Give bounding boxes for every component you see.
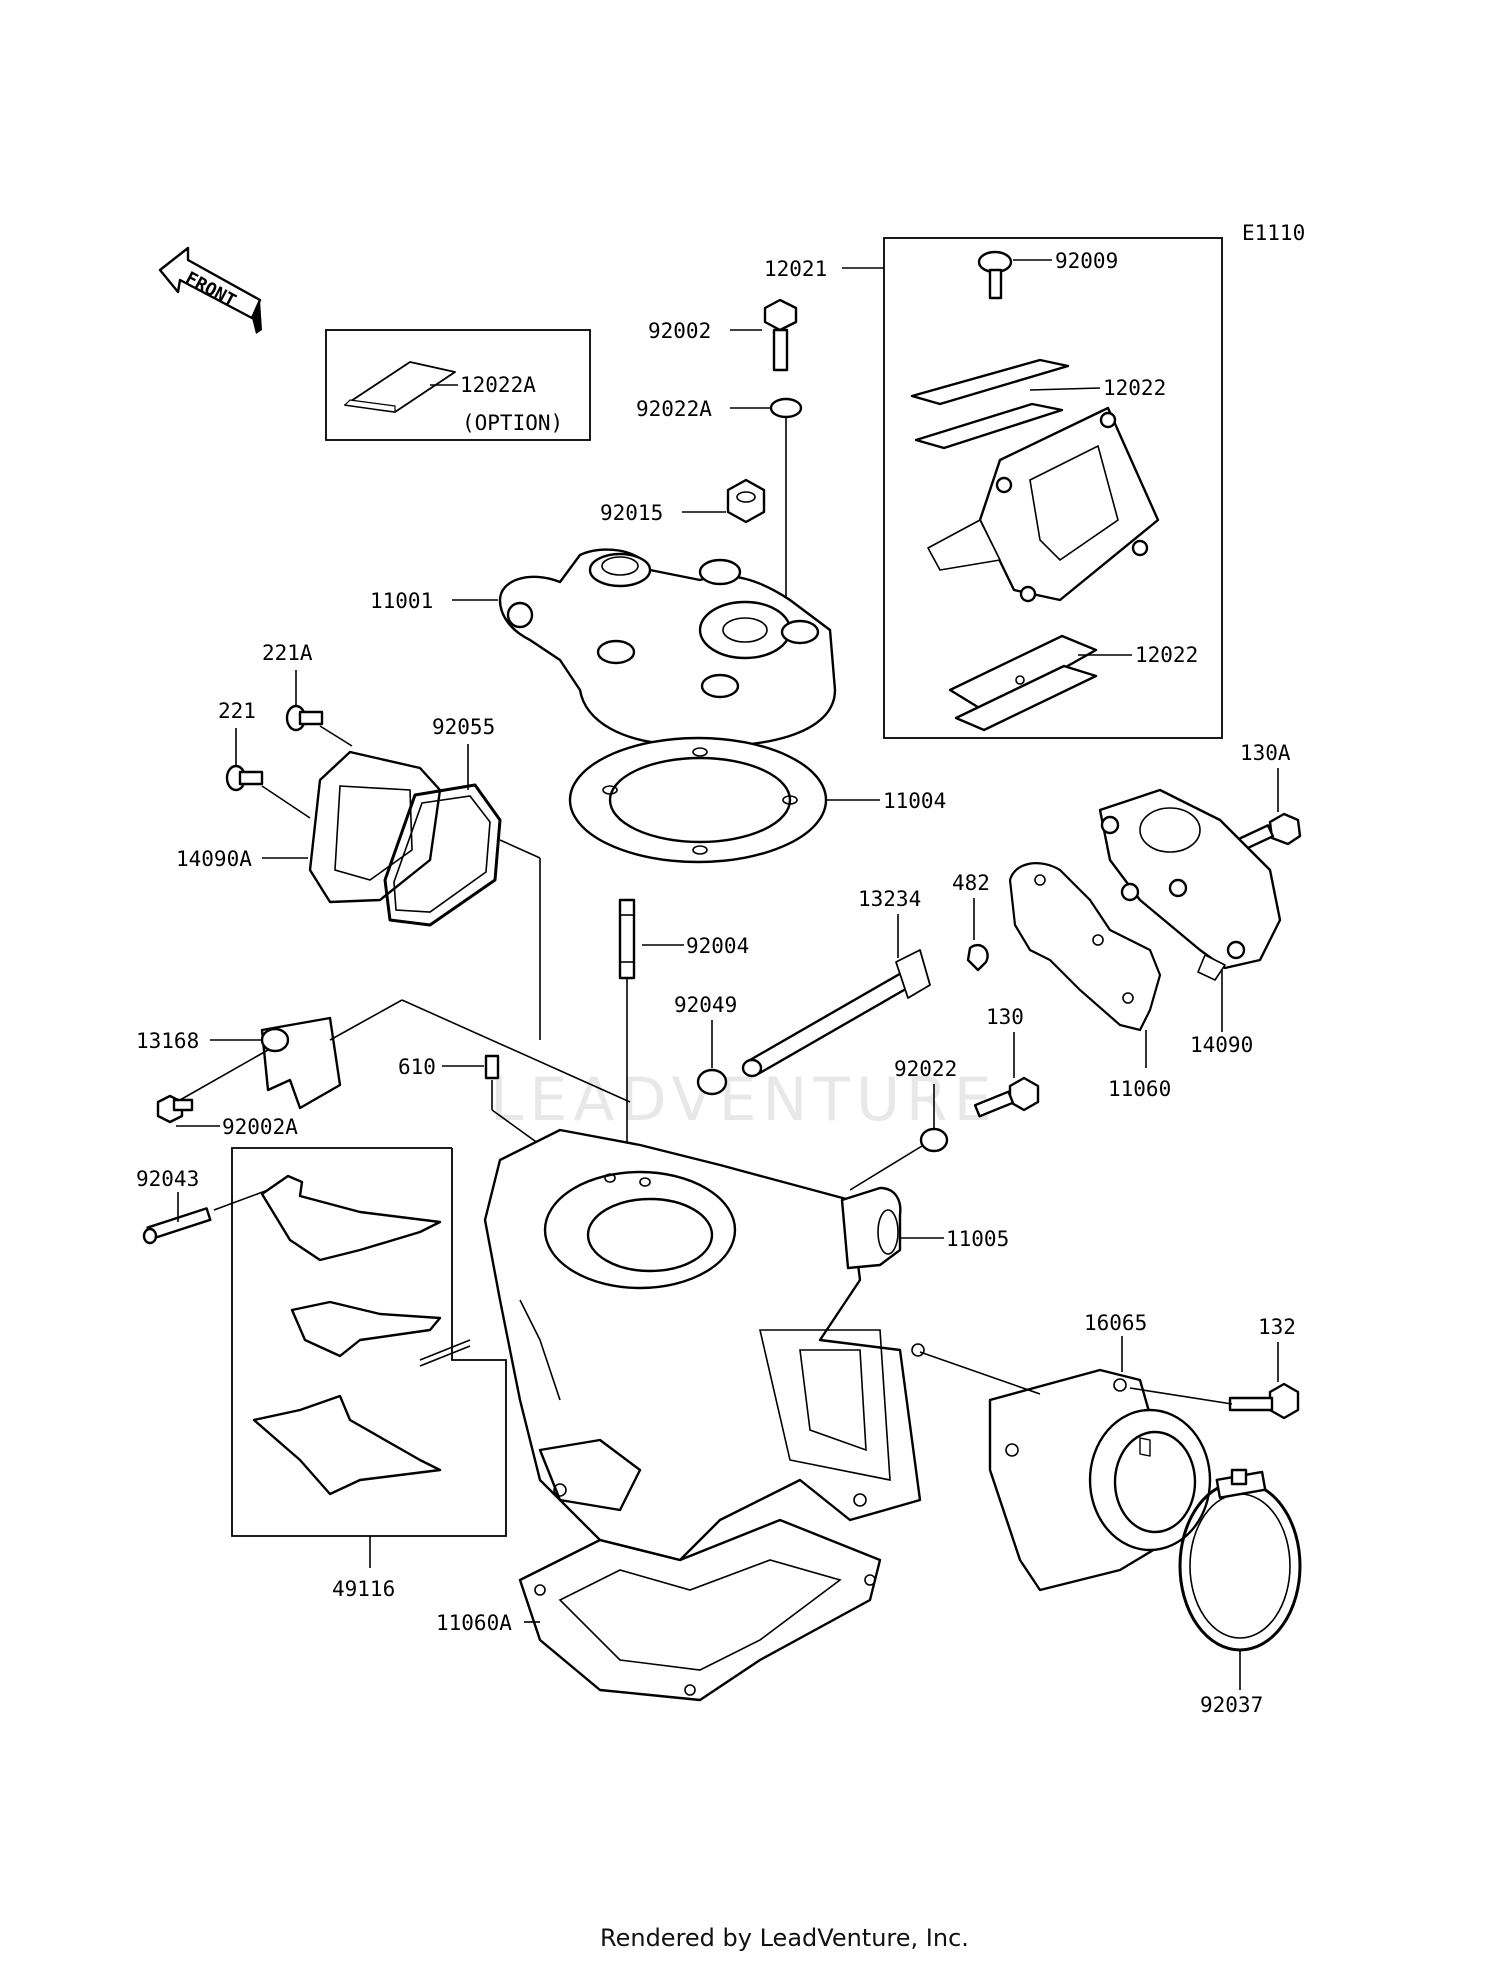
- head-gasket-11004: [568, 736, 828, 864]
- washer-92049: [696, 1068, 728, 1096]
- cover-14090: [1098, 788, 1282, 981]
- nut-92015: [726, 478, 766, 524]
- reed-stop: [914, 402, 1064, 450]
- label-92004: 92004: [686, 934, 749, 958]
- label-11060A: 11060A: [436, 1611, 512, 1635]
- cylinder-11005: [483, 1128, 925, 1562]
- label-221: 221: [218, 699, 256, 723]
- label-11060: 11060: [1108, 1077, 1171, 1101]
- label-92002A: 92002A: [222, 1115, 298, 1139]
- label-92055: 92055: [432, 715, 495, 739]
- gasket-92055: [383, 783, 502, 927]
- label-482: 482: [952, 871, 990, 895]
- label-610: 610: [398, 1055, 436, 1079]
- reed-petal-bottom: [948, 634, 1098, 732]
- label-12021: 12021: [764, 257, 827, 281]
- label-11004: 11004: [883, 789, 946, 813]
- pin-92043: [142, 1207, 212, 1245]
- washer-92022: [919, 1127, 949, 1153]
- label-92009: 92009: [1055, 249, 1118, 273]
- front-arrow-icon: FRONT: [158, 246, 262, 334]
- label-92022A: 92022A: [636, 397, 712, 421]
- bolt-92002: [763, 298, 798, 372]
- bolt-130: [973, 1076, 1040, 1118]
- dowel-610: [484, 1054, 500, 1080]
- intake-manifold-16065: [988, 1368, 1212, 1592]
- base-gasket-11060A: [518, 1518, 882, 1702]
- option-box: 12022A (OPTION): [325, 329, 591, 441]
- label-132: 132: [1258, 1315, 1296, 1339]
- valve-assembly-box-49116: [231, 1147, 507, 1537]
- label-13168: 13168: [136, 1029, 199, 1053]
- gasket-11060: [1008, 862, 1162, 1032]
- diagram-code: E1110: [1242, 221, 1305, 245]
- clip-482: [966, 943, 989, 972]
- label-14090: 14090: [1190, 1033, 1253, 1057]
- label-92015: 92015: [600, 501, 663, 525]
- label-92022: 92022: [894, 1057, 957, 1081]
- bolt-132: [1228, 1382, 1300, 1420]
- bolt-92002A: [156, 1094, 194, 1124]
- label-130: 130: [986, 1005, 1024, 1029]
- label-92043: 92043: [136, 1167, 199, 1191]
- reed-petal-top: [910, 358, 1070, 406]
- reed-cage: [927, 406, 1160, 603]
- stud-92004: [618, 898, 636, 980]
- reed-valve-box: 12021 92009 12022 12022: [764, 237, 1223, 739]
- label-12022A: 12022A: [460, 373, 536, 397]
- bolt-221: [225, 764, 264, 792]
- label-92002: 92002: [648, 319, 711, 343]
- cylinder-head-11001: [498, 548, 837, 748]
- label-130A: 130A: [1240, 741, 1291, 765]
- cover-14090A: [308, 750, 442, 904]
- label-92049: 92049: [674, 993, 737, 1017]
- bolt-221A: [285, 704, 324, 732]
- label-14090A: 14090A: [176, 847, 252, 871]
- label-92037: 92037: [1200, 1693, 1263, 1717]
- label-11005: 11005: [946, 1227, 1009, 1251]
- option-label: (OPTION): [462, 411, 563, 435]
- bracket-13168: [260, 1016, 342, 1110]
- label-16065: 16065: [1084, 1311, 1147, 1335]
- label-221A: 221A: [262, 641, 313, 665]
- shaft-13234: [741, 949, 931, 1078]
- label-12022-top: 12022: [1103, 376, 1166, 400]
- washer-92022A: [769, 397, 803, 419]
- label-11001: 11001: [370, 589, 433, 613]
- label-12022-bottom: 12022: [1135, 643, 1198, 667]
- label-13234: 13234: [858, 887, 921, 911]
- footer-credit: Rendered by LeadVenture, Inc.: [600, 1924, 969, 1952]
- screw-92009: [977, 250, 1013, 300]
- label-49116: 49116: [332, 1577, 395, 1601]
